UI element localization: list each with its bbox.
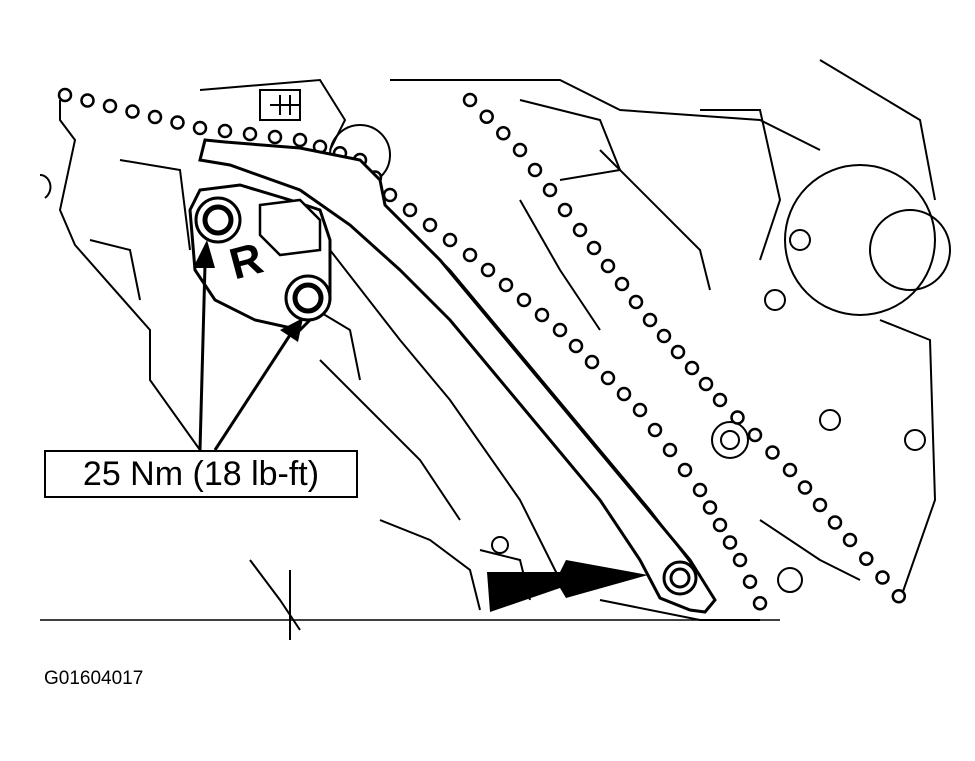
chain-link-icon	[572, 222, 588, 238]
chain-link-icon	[586, 240, 602, 256]
chain-link-icon	[568, 338, 584, 354]
chain-link-icon	[702, 500, 718, 515]
chain-link-icon	[600, 370, 616, 386]
tensioner-arm	[198, 138, 717, 614]
leader-line	[213, 318, 303, 451]
timing-chain-left	[57, 87, 768, 611]
arrow-icon	[193, 240, 215, 268]
chain-link-icon	[462, 92, 478, 108]
chain-link-icon	[642, 312, 658, 328]
chain-link-icon	[242, 126, 258, 142]
tensioner-plunger	[258, 198, 322, 257]
chain-link-icon	[647, 422, 663, 438]
chain-link-icon	[170, 115, 185, 130]
chain-link-icon	[102, 98, 118, 114]
pointer-arrow-icon	[487, 560, 648, 612]
chain-link-icon	[479, 109, 494, 124]
bolt-icon	[284, 274, 332, 322]
chain-link-icon	[267, 129, 283, 145]
chain-link-icon	[442, 232, 458, 248]
bolt-icon	[662, 560, 698, 596]
figure-id: G01604017	[44, 668, 144, 689]
chain-link-icon	[692, 482, 708, 498]
chain-link-icon	[684, 360, 700, 376]
chain-link-icon	[765, 445, 780, 460]
chain-link-icon	[747, 427, 763, 443]
chain-link-icon	[534, 307, 550, 323]
chain-link-icon	[217, 123, 233, 139]
chain-link-icon	[677, 462, 693, 478]
chain-link-icon	[422, 217, 438, 233]
chain-link-icon	[752, 596, 768, 611]
chain-link-icon	[812, 497, 828, 513]
chain-link-icon	[402, 202, 418, 218]
chain-link-icon	[600, 258, 616, 274]
chain-link-icon	[842, 532, 858, 548]
chain-link-icon	[292, 132, 308, 148]
chain-link-icon	[732, 552, 748, 568]
chain-link-icon	[542, 182, 558, 198]
chain-link-icon	[192, 120, 208, 136]
chain-link-icon	[496, 126, 511, 141]
bolt-icon	[194, 196, 242, 244]
chain-link-icon	[891, 589, 907, 604]
chain-link-icon	[632, 402, 648, 418]
chain-link-icon	[512, 142, 528, 158]
chain-link-icon	[480, 262, 496, 278]
chain-link-icon	[782, 462, 798, 478]
chain-link-icon	[670, 344, 686, 360]
chain-link-icon	[730, 410, 745, 425]
chain-link-icon	[662, 442, 678, 458]
chain-link-icon	[57, 87, 73, 103]
chain-link-icon	[557, 202, 573, 218]
leader-line	[193, 240, 215, 451]
chain-link-icon	[859, 551, 874, 567]
chain-link-icon	[527, 162, 543, 178]
chain-link-icon	[875, 570, 890, 585]
torque-spec-callout: 25 Nm (18 lb-ft)	[44, 450, 358, 498]
arrow-icon	[280, 318, 303, 342]
chain-link-icon	[628, 294, 644, 310]
chain-link-icon	[698, 376, 714, 392]
chain-link-icon	[584, 354, 600, 370]
chain-link-icon	[712, 517, 728, 533]
chain-link-icon	[712, 392, 728, 408]
chain-link-icon	[722, 535, 738, 550]
chain-link-icon	[614, 276, 630, 292]
chain-link-icon	[80, 93, 95, 108]
chain-link-icon	[827, 515, 843, 530]
chain-link-icon	[147, 109, 163, 125]
chain-link-icon	[616, 386, 632, 402]
chain-link-icon	[382, 187, 398, 203]
chain-link-icon	[742, 574, 758, 589]
chain-link-icon	[498, 277, 514, 293]
tensioner-arm-inner-edge	[394, 214, 701, 576]
chain-link-icon	[125, 104, 140, 119]
chain-link-icon	[552, 322, 568, 338]
timing-chain-right	[462, 92, 907, 604]
chain-link-icon	[656, 328, 672, 344]
chain-link-icon	[516, 292, 532, 308]
chain-link-icon	[462, 247, 478, 263]
chain-link-icon	[797, 480, 813, 495]
